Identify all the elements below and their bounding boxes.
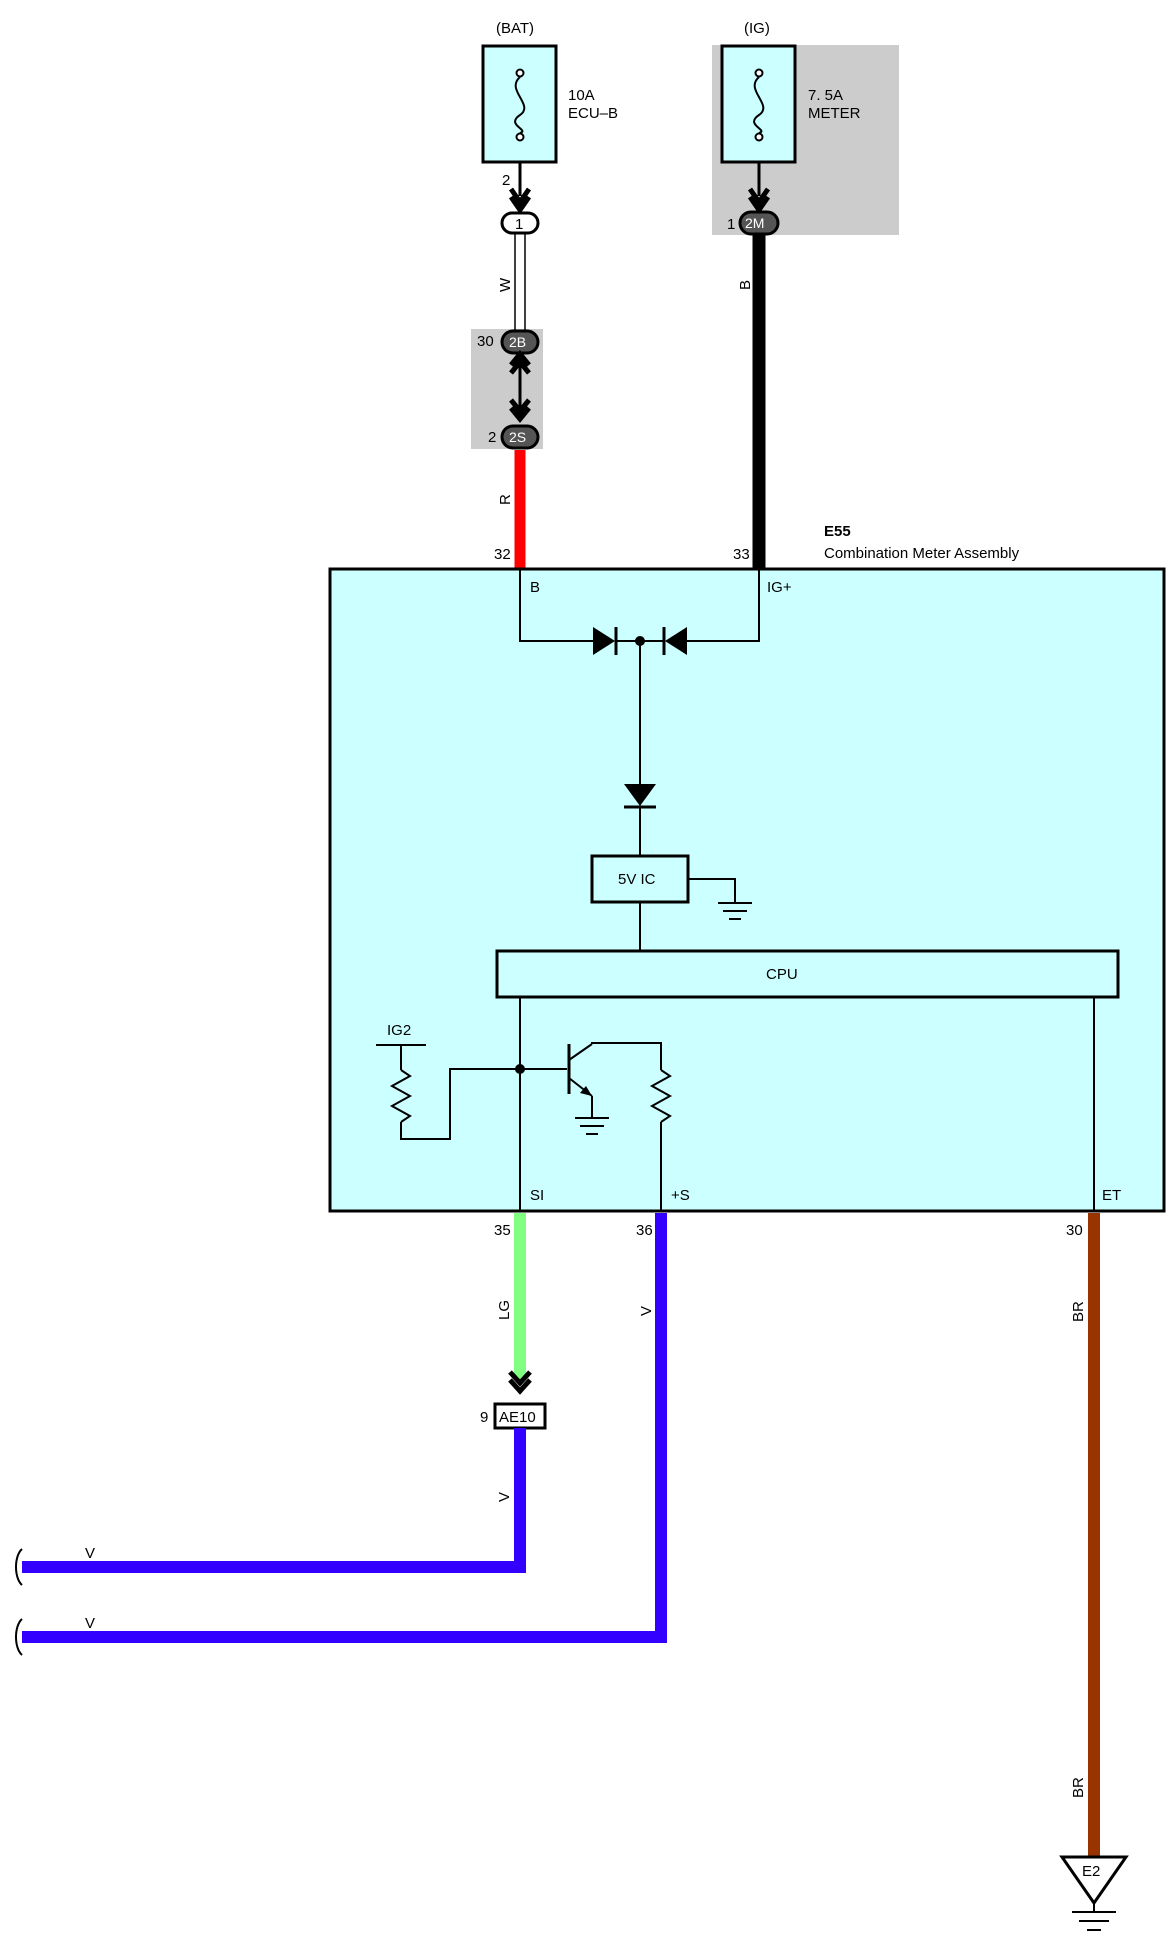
bat-source-label: (BAT) — [496, 20, 534, 37]
connector-2s-label: 2S — [509, 429, 526, 445]
ic-ground-wire — [688, 878, 736, 903]
connector-2s[interactable] — [500, 424, 540, 450]
connector-2m[interactable] — [738, 210, 780, 236]
pin-si-label: SI — [530, 1187, 544, 1204]
connector-1-label: 1 — [515, 216, 523, 233]
fuse-terminal-icon — [754, 68, 764, 78]
connector-1[interactable] — [500, 211, 540, 235]
fuse-ecu-b[interactable] — [481, 44, 558, 164]
internal-wire-b — [519, 569, 593, 642]
pin-igplus-label: IG+ — [767, 579, 792, 596]
ig-source-label: (IG) — [744, 20, 770, 37]
diode-left-icon — [593, 627, 615, 655]
fuse-meter-pin: 1 — [727, 216, 735, 233]
wire-color-br-lower: BR — [1070, 1777, 1087, 1798]
connector-ae10-pin: 9 — [480, 1409, 488, 1426]
wire-color-r: R — [497, 494, 514, 505]
combination-meter-assembly[interactable] — [328, 567, 1166, 1213]
wire-v-from-ae10 — [22, 1428, 526, 1573]
pin-30-number: 30 — [1066, 1222, 1083, 1239]
arrow-down-icon — [747, 187, 771, 215]
cpu-block — [495, 949, 1120, 999]
pin-35-number: 35 — [494, 1222, 511, 1239]
ground-point-e2[interactable] — [1059, 1855, 1129, 1906]
ig2-label: IG2 — [387, 1022, 411, 1039]
pin-32-number: 32 — [494, 546, 511, 563]
pin-36-number: 36 — [636, 1222, 653, 1239]
component-name: Combination Meter Assembly — [824, 545, 1020, 562]
resistor-icon — [389, 1069, 413, 1123]
resistor-icon — [649, 1069, 673, 1123]
fuse-link-icon — [514, 76, 526, 134]
connector-ae10-label: AE10 — [499, 1409, 536, 1426]
fuse-ecu-b-name: ECU–B — [568, 105, 618, 122]
wire-color-br-upper: BR — [1070, 1301, 1087, 1322]
fuse-meter[interactable] — [720, 44, 797, 164]
ground-e2-label: E2 — [1082, 1863, 1100, 1880]
wire-color-w: W — [497, 277, 514, 292]
fuse-meter-name: METER — [808, 105, 861, 122]
fuse-ecu-b-rating: 10A — [568, 87, 595, 104]
fuse-terminal-icon — [515, 132, 525, 142]
connector-2b-pin: 30 — [477, 333, 494, 350]
fuse-ecu-b-pin: 2 — [502, 172, 510, 189]
wire-break-icon — [15, 1618, 23, 1656]
arrow-down-icon — [508, 1370, 532, 1395]
ic-5v — [590, 854, 690, 904]
wire-v-plus-s — [22, 1213, 667, 1643]
wire-color-lg: LG — [496, 1300, 513, 1320]
wire-color-v-plus-s: V — [638, 1306, 655, 1316]
arrow-down-icon — [509, 398, 531, 423]
pin-b-label: B — [530, 579, 540, 596]
connector-2b-label: 2B — [509, 334, 526, 350]
component-code: E55 — [824, 523, 851, 540]
wire-color-v-left1: V — [85, 1545, 95, 1562]
wire-color-v-ae10: V — [496, 1492, 513, 1502]
connector-2m-label: 2M — [745, 215, 764, 231]
diode-down-icon — [624, 784, 656, 806]
fuse-terminal-icon — [754, 132, 764, 142]
fuse-terminal-icon — [515, 68, 525, 78]
transistor-collector — [568, 1043, 593, 1061]
wire-color-v-left2: V — [85, 1615, 95, 1632]
pin-plus-s-label: +S — [671, 1187, 690, 1204]
ic-5v-label: 5V IC — [618, 871, 656, 888]
ig2-to-base-wire — [400, 1068, 520, 1140]
arrow-up-icon — [509, 350, 531, 375]
fuse-meter-rating: 7. 5A — [808, 87, 843, 104]
emitter-arrow-icon — [580, 1086, 592, 1096]
cpu-label: CPU — [766, 966, 798, 983]
arrow-down-icon — [508, 187, 532, 215]
wire-color-b: B — [737, 280, 754, 290]
wire-break-icon — [15, 1548, 23, 1586]
connector-2s-pin: 2 — [488, 429, 496, 446]
collector-wire — [591, 1042, 662, 1070]
internal-wire-ig — [687, 569, 760, 642]
pin-et-label: ET — [1102, 1187, 1121, 1204]
fuse-link-icon — [753, 76, 765, 134]
diode-right-icon — [665, 627, 687, 655]
pin-33-number: 33 — [733, 546, 750, 563]
